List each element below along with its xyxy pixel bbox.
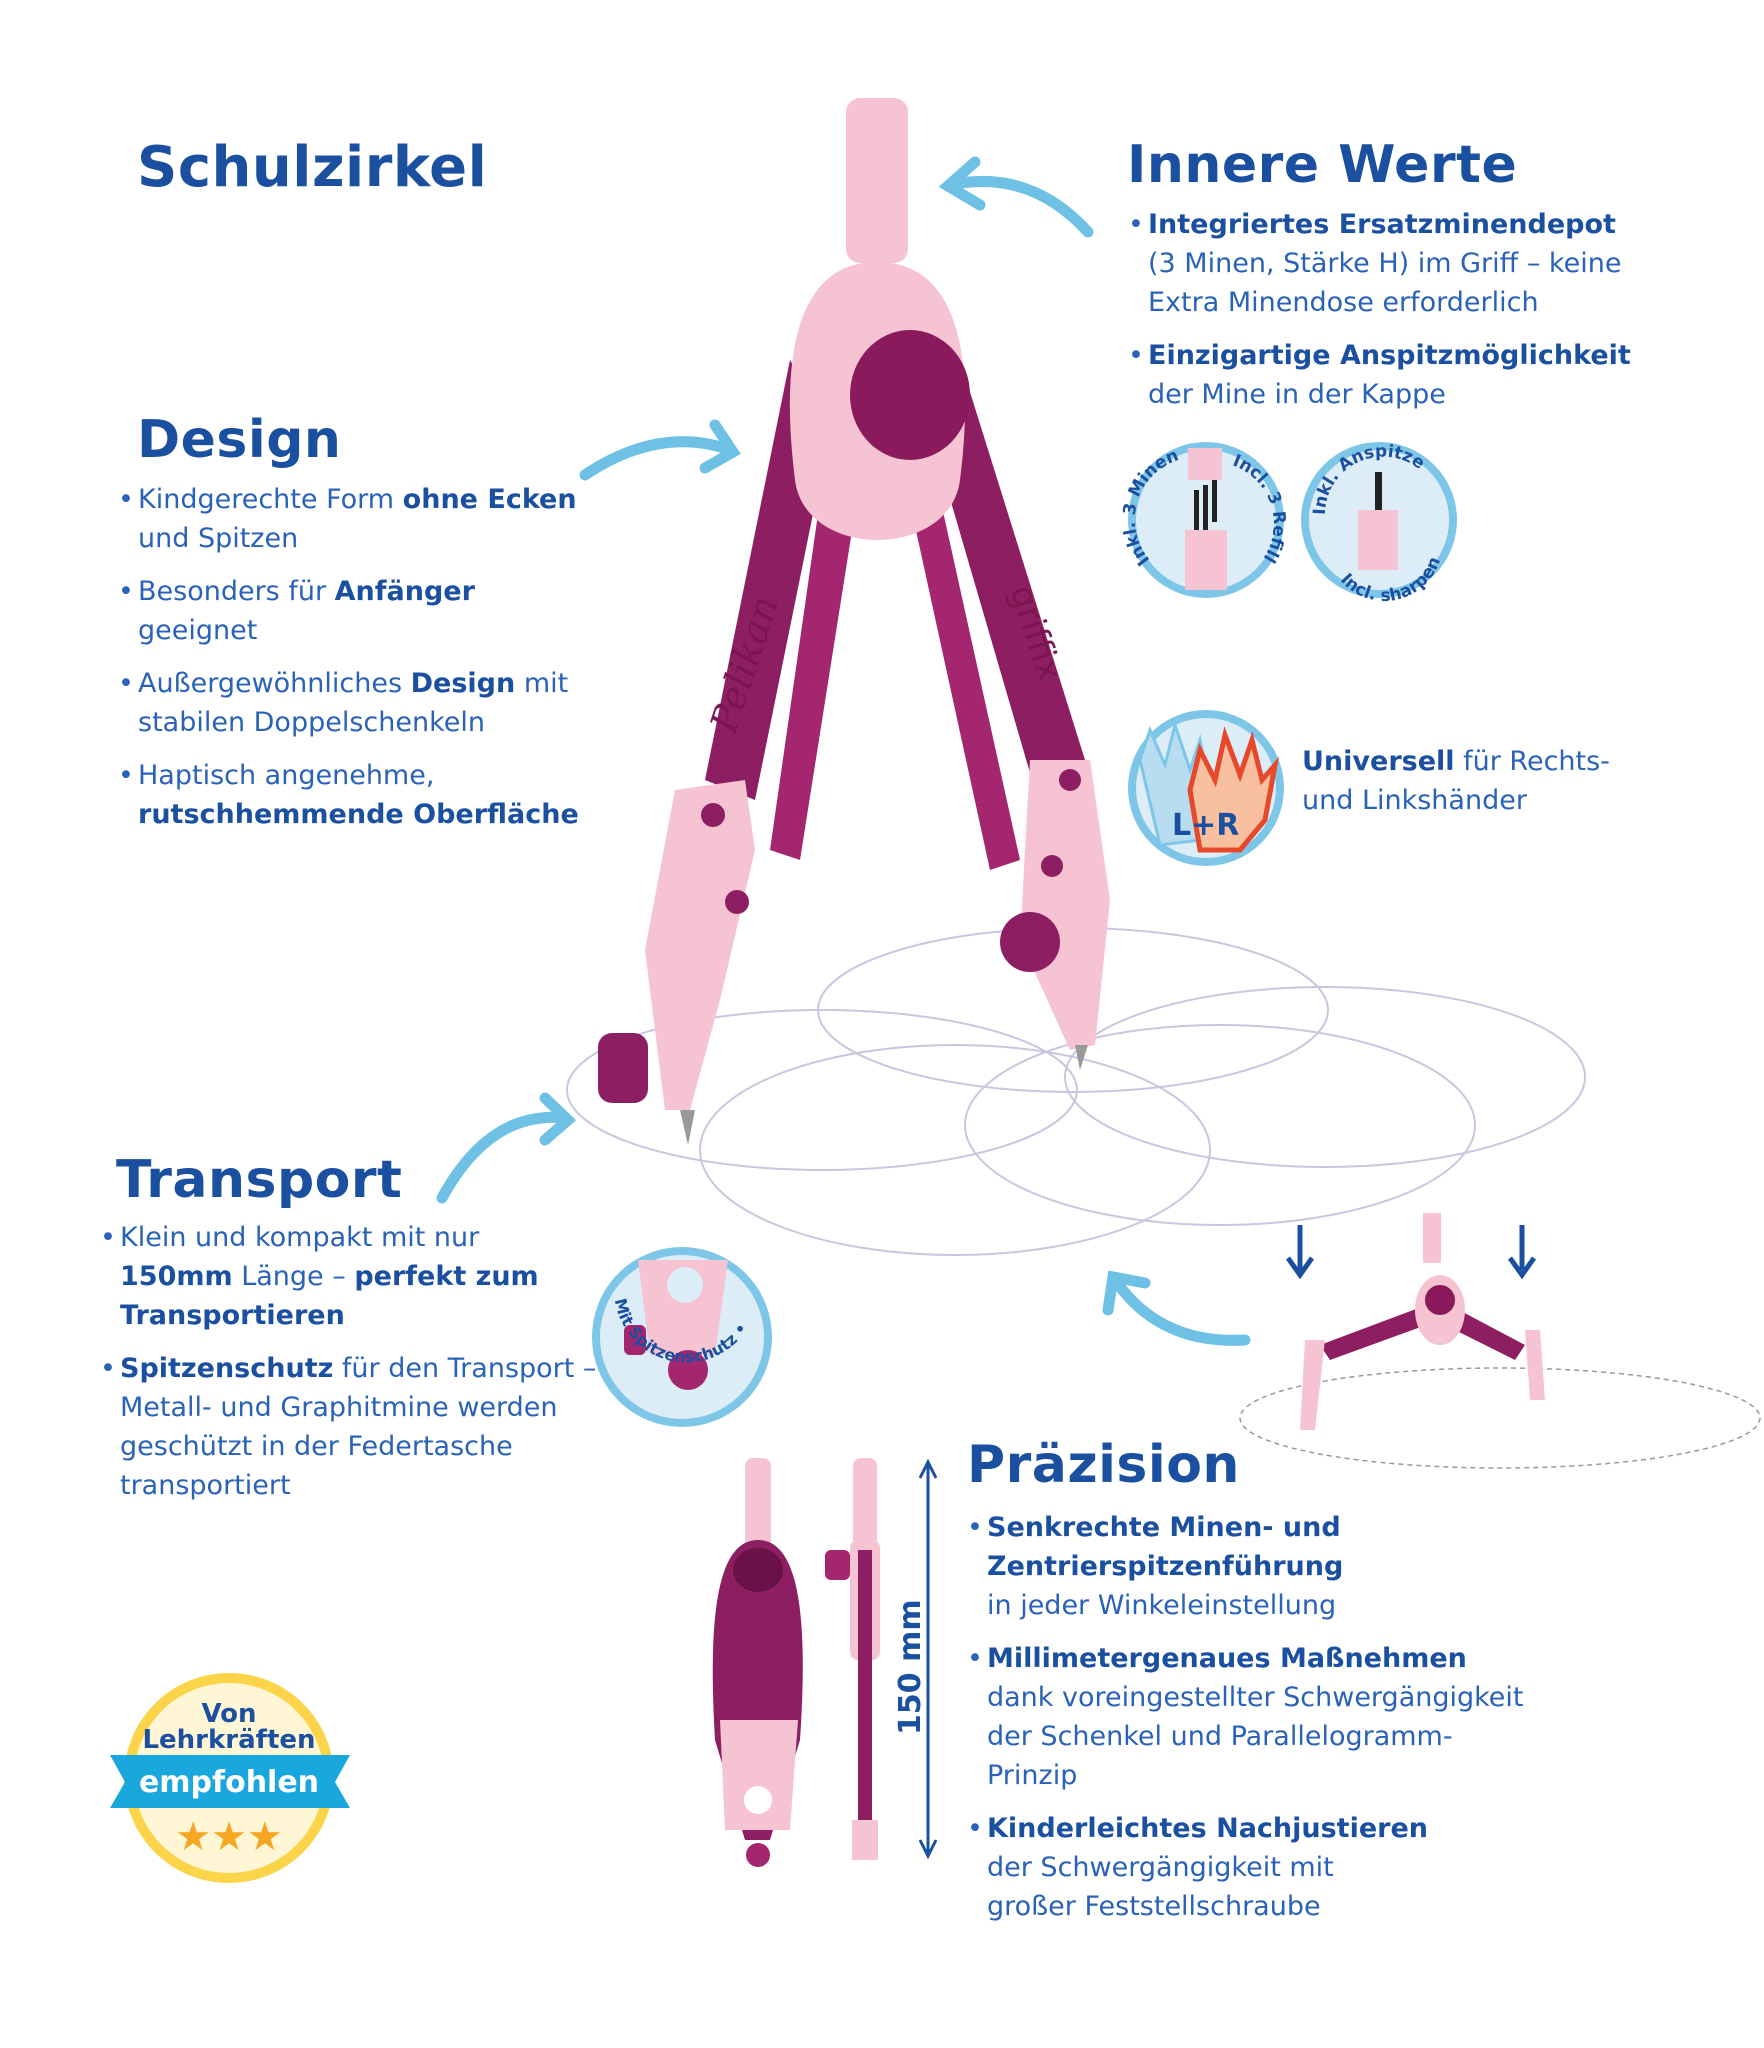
compass-front-side-image: 150 mm — [712, 1458, 938, 1867]
arrow-icon — [436, 1111, 571, 1204]
compass-angled-image — [1239, 1213, 1761, 1469]
page-title: Schulzirkel — [137, 135, 488, 200]
transport-list: Klein und kompakt mit nur 150mm Länge – … — [100, 1218, 600, 1519]
hands-icon: L+R — [1128, 710, 1284, 866]
compass-image: Pelikan griffix — [598, 98, 1110, 1145]
praezision-list: Senkrechte Minen- und Zentrierspitzenfüh… — [967, 1508, 1527, 1940]
arrow-icon — [1109, 1274, 1251, 1346]
list-item: Haptisch angenehme, rutschhemmende Oberf… — [118, 756, 588, 834]
arrow-icon — [579, 436, 736, 481]
arrow-icon — [944, 175, 1094, 238]
svg-text:Von: Von — [201, 1699, 256, 1729]
list-item: Außergewöhnliches Design mit stabilen Do… — [118, 664, 588, 742]
transport-heading: Transport — [116, 1150, 403, 1210]
list-item: Spitzenschutz für den Transport – Metall… — [100, 1349, 600, 1505]
svg-text:empfohlen: empfohlen — [139, 1765, 319, 1800]
praezision-heading: Präzision — [967, 1435, 1240, 1495]
design-heading: Design — [137, 410, 342, 470]
length-dimension-arrow — [918, 1458, 938, 1860]
svg-text:L+R: L+R — [1172, 808, 1239, 843]
list-item: Senkrechte Minen- und Zentrierspitzenfüh… — [967, 1508, 1527, 1625]
design-list: Kindgerechte Form ohne Ecken und Spitzen… — [118, 480, 588, 848]
recommended-seal: Von Lehrkräften empfohlen ★★★ — [110, 1673, 350, 1883]
svg-text:Lehrkräften: Lehrkräften — [142, 1725, 315, 1755]
list-item: Kindgerechte Form ohne Ecken und Spitzen — [118, 480, 588, 558]
list-item: Besonders für Anfänger geeignet — [118, 572, 588, 650]
stars-icon: ★★★ — [175, 1814, 283, 1860]
list-item: Integriertes Ersatzminendepot(3 Minen, S… — [1128, 205, 1648, 322]
innere-werte-heading: Innere Werte — [1127, 135, 1518, 195]
innere-werte-list: Integriertes Ersatzminendepot(3 Minen, S… — [1128, 205, 1648, 428]
universal-text: Universell für Rechts-und Linkshänder — [1302, 746, 1610, 816]
length-label: 150 mm — [893, 1599, 928, 1735]
callout-arrows — [436, 156, 1251, 1346]
list-item: Klein und kompakt mit nur 150mm Länge – … — [100, 1218, 600, 1335]
